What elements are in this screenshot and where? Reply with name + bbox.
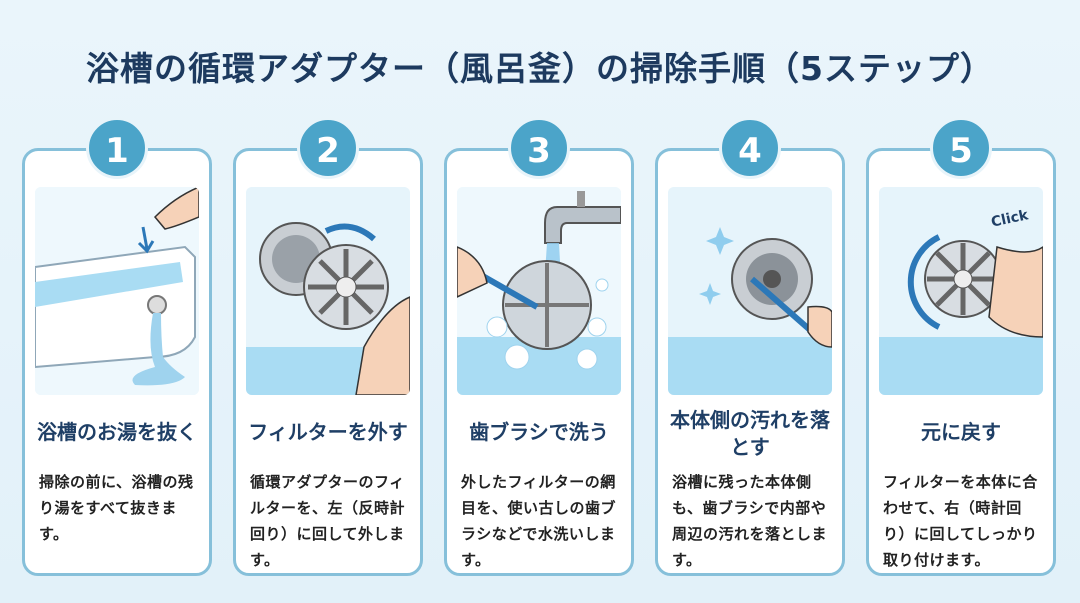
step-number-badge: 3 <box>508 117 570 179</box>
step-title: 元に戻す <box>921 420 1001 444</box>
step-card-3: 3 歯ブラシで洗う 外したフィルターの網目を、使い古しの歯ブラシなどで水洗いしま… <box>444 117 634 576</box>
step-card-4: 4 本体側の汚れを落とす 浴槽に残った本体側も、歯ブラシで内部や周辺の汚れを落と… <box>655 117 845 576</box>
draining-bathtub-illustration <box>35 187 199 395</box>
step-title: 本体側の汚れを落とす <box>670 408 830 459</box>
step-number-badge: 4 <box>719 117 781 179</box>
step-description: 循環アダプターのフィルターを、左（反時計回り）に回して外します。 <box>250 473 406 569</box>
step-description: 掃除の前に、浴槽の残り湯をすべて抜きます。 <box>39 473 194 543</box>
step-card-1: 1 浴槽のお湯を抜く 掃除の前に、浴槽の残り湯をすべて抜きます。 <box>22 117 212 576</box>
step-card-5: 5 Click 元に戻す フィルターを本体に合わせて、右（時計回り）に回してしっ… <box>866 117 1056 576</box>
step-number-badge: 2 <box>297 117 359 179</box>
step-description: フィルターを本体に合わせて、右（時計回り）に回してしっかり取り付けます。 <box>883 473 1038 569</box>
step-number-badge: 5 <box>930 117 992 179</box>
step-title: フィルターを外す <box>248 420 408 444</box>
step-description: 外したフィルターの網目を、使い古しの歯ブラシなどで水洗いします。 <box>461 473 617 569</box>
removing-filter-illustration <box>246 187 410 395</box>
reattaching-filter-illustration: Click <box>879 187 1043 395</box>
step-number-badge: 1 <box>86 117 148 179</box>
step-description: 浴槽に残った本体側も、歯ブラシで内部や周辺の汚れを落とします。 <box>672 473 828 569</box>
step-card-2: 2 フィルターを外す 循環アダプターのフィルターを、左（反時計回り）に回して外し… <box>233 117 423 576</box>
step-title: 浴槽のお湯を抜く <box>37 420 197 444</box>
step-title: 歯ブラシで洗う <box>469 420 609 444</box>
brushing-filter-illustration <box>457 187 621 395</box>
brushing-adapter-illustration <box>668 187 832 395</box>
page-title: 浴槽の循環アダプター（風呂釜）の掃除手順（5ステップ） <box>86 49 994 88</box>
